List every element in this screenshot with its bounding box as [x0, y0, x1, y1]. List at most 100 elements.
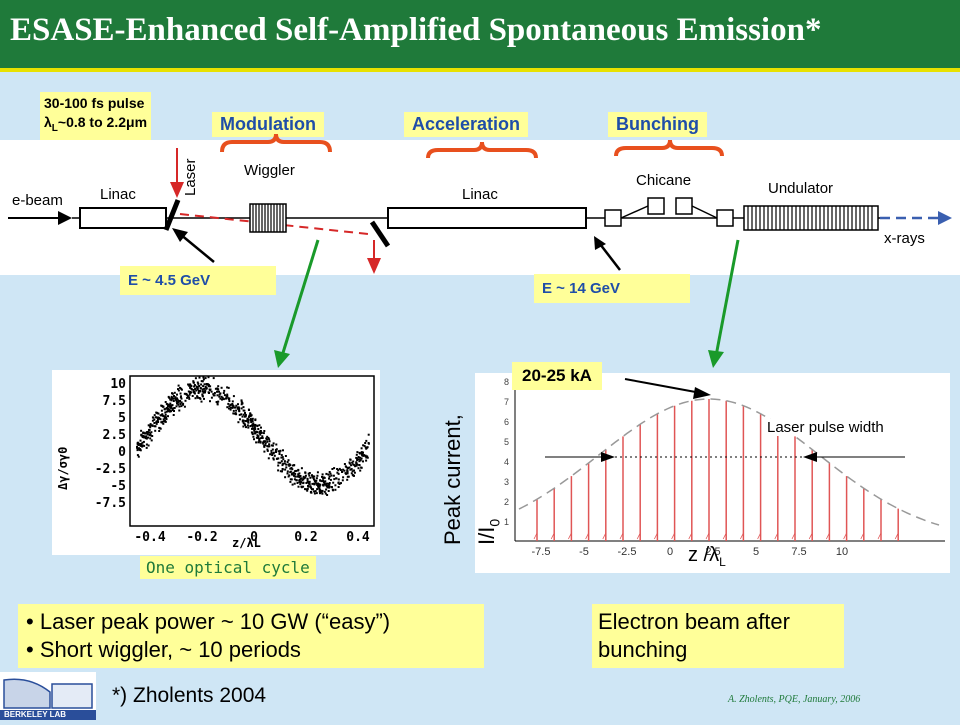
- scatter-point: [219, 397, 222, 400]
- right-ytick-label: 4: [504, 457, 509, 467]
- scatter-point: [266, 445, 269, 448]
- laser-wavelength-range: λL~0.8 to 2.2μm: [44, 114, 148, 134]
- scatter-point: [341, 479, 344, 482]
- scatter-point: [212, 377, 215, 380]
- scatter-point: [343, 469, 346, 472]
- scatter-point: [201, 390, 204, 393]
- scatter-point: [149, 432, 152, 435]
- scatter-point: [229, 408, 232, 411]
- scatter-point: [213, 392, 216, 394]
- scatter-point: [289, 478, 292, 481]
- scatter-point: [287, 463, 290, 466]
- scatter-point: [339, 469, 342, 471]
- scatter-point: [286, 461, 289, 463]
- spike-base: [740, 532, 744, 540]
- scatter-point: [290, 478, 293, 481]
- scatter-point: [283, 462, 286, 465]
- scatter-point: [185, 392, 187, 395]
- modulation-brace: [220, 133, 332, 153]
- scatter-point: [203, 397, 205, 400]
- scatter-point: [187, 383, 190, 386]
- scatter-point: [306, 487, 309, 490]
- right-xtick-label: 7.5: [791, 546, 806, 558]
- scatter-point: [150, 431, 153, 434]
- scatter-point: [255, 436, 258, 439]
- scatter-point: [234, 406, 236, 409]
- scatter-point: [357, 456, 360, 458]
- scatter-point: [357, 467, 360, 470]
- scatter-point: [250, 421, 253, 423]
- scatter-point: [237, 403, 239, 406]
- spike-base: [533, 532, 538, 540]
- scatter-point: [202, 385, 205, 388]
- scatter-point: [319, 492, 321, 495]
- scatter-point: [206, 383, 208, 386]
- scatter-point: [293, 478, 296, 481]
- scatter-point: [365, 455, 368, 458]
- scatter-point: [164, 411, 167, 414]
- scatter-point: [177, 403, 180, 406]
- scatter-point: [258, 430, 261, 433]
- scatter-point: [291, 464, 294, 467]
- scatter-point: [247, 418, 250, 421]
- scatter-point: [263, 450, 266, 453]
- scatter-point: [244, 412, 246, 414]
- scatter-point: [190, 388, 193, 391]
- scatter-point: [280, 456, 283, 459]
- scatter-point: [201, 393, 204, 396]
- scatter-point: [259, 430, 262, 432]
- scatter-point: [217, 400, 220, 403]
- scatter-point: [360, 466, 363, 469]
- scatter-point: [227, 386, 230, 389]
- scatter-point: [288, 474, 291, 477]
- scatter-point: [361, 451, 364, 454]
- scatter-point: [237, 421, 240, 424]
- scatter-point: [257, 441, 260, 444]
- scatter-point: [288, 464, 291, 467]
- scatter-point: [226, 395, 229, 398]
- scatter-point: [223, 394, 226, 397]
- left-ytick-label: 7.5: [103, 394, 126, 409]
- scatter-point: [327, 490, 330, 492]
- green-arrowhead-right: [708, 350, 724, 368]
- scatter-point: [267, 445, 270, 448]
- scatter-point: [284, 455, 287, 457]
- scatter-point: [149, 437, 152, 440]
- scatter-point: [260, 426, 262, 429]
- pulse-width-arrow-left: [601, 452, 615, 462]
- left-xtick-label: -0.4: [134, 530, 165, 545]
- scatter-point: [164, 420, 167, 423]
- scatter-point: [167, 410, 169, 413]
- scatter-point: [355, 461, 358, 464]
- scatter-point: [242, 413, 245, 416]
- scatter-point: [311, 475, 314, 477]
- scatter-point: [145, 431, 148, 434]
- scatter-point: [140, 443, 143, 445]
- scatter-point: [248, 414, 251, 417]
- scatter-point: [272, 458, 275, 461]
- scatter-point: [200, 400, 203, 403]
- scatter-point: [348, 462, 351, 465]
- scatter-point: [246, 417, 249, 420]
- scatter-point: [189, 383, 192, 386]
- scatter-point: [173, 391, 176, 394]
- scatter-point: [203, 390, 206, 393]
- spike-base: [774, 532, 779, 540]
- scatter-point: [227, 397, 230, 400]
- scatter-point: [166, 407, 168, 410]
- scatter-point: [290, 467, 293, 469]
- scatter-point: [214, 387, 217, 390]
- scatter-point: [362, 444, 365, 447]
- scatter-point: [257, 437, 260, 439]
- scatter-point: [293, 464, 296, 467]
- scatter-point: [216, 388, 219, 391]
- left-xtick-label: 0: [250, 530, 258, 545]
- scatter-point: [171, 404, 174, 407]
- scatter-point: [240, 399, 243, 402]
- scatter-point: [186, 395, 189, 397]
- scatter-point: [246, 424, 249, 427]
- scatter-point: [334, 484, 337, 487]
- scatter-point: [296, 482, 299, 484]
- right-ylabel-ratio: I/I0: [474, 518, 503, 545]
- scatter-point: [183, 392, 186, 395]
